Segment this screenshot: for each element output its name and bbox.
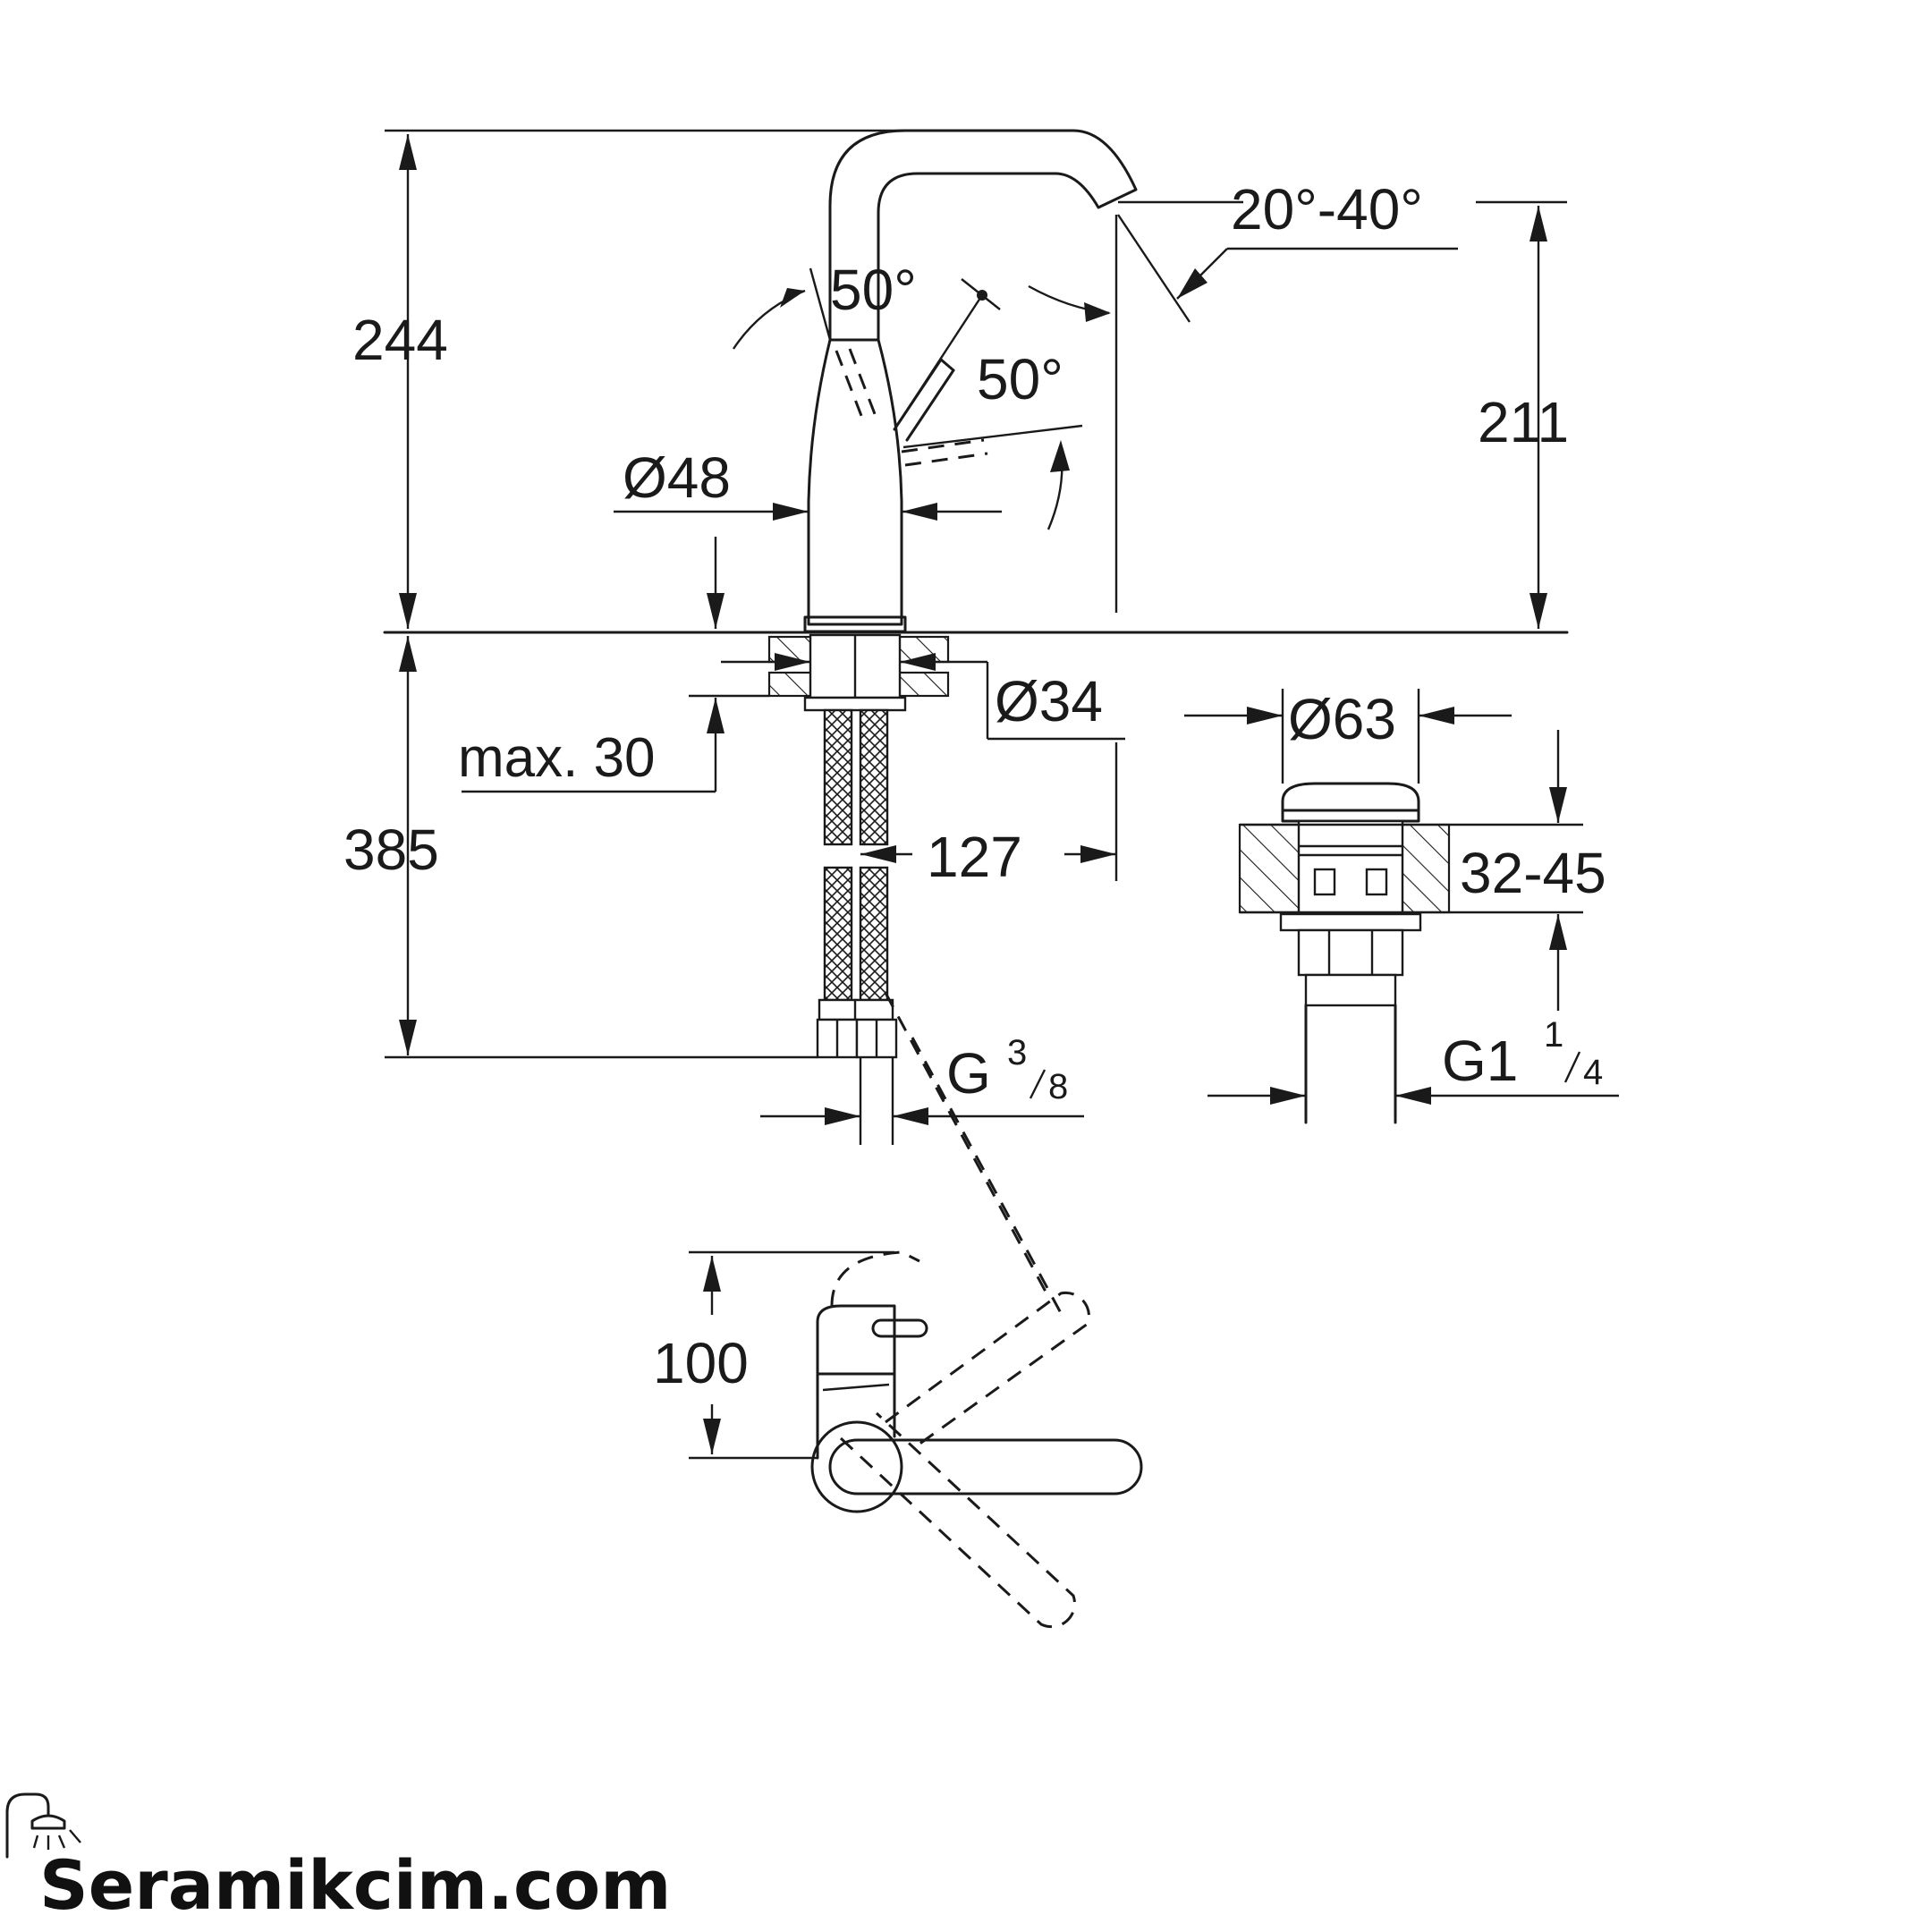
label-waste-num: 1: [1544, 1015, 1563, 1055]
plan-lever: [828, 1438, 1143, 1496]
hose-left: [823, 708, 853, 846]
faucet-body: [807, 338, 903, 626]
waste-nut: [1297, 928, 1404, 977]
label-waste-den: 4: [1583, 1053, 1603, 1092]
label-max-deck: max. 30: [458, 727, 656, 789]
lever-closed-dashed: [901, 438, 985, 453]
label-shank-diameter: Ø34: [995, 669, 1103, 733]
angle-arc-left: [733, 289, 806, 350]
label-spout-height: 211: [1478, 390, 1569, 454]
dimension-lines: [385, 129, 1547, 1125]
label-connection-thread: G: [946, 1041, 991, 1106]
body-outline-dashed: [830, 1250, 920, 1307]
label-spout-angle: 20°-40°: [1231, 177, 1423, 242]
hose-right: [859, 708, 889, 846]
spout-base-circle: [810, 1420, 903, 1513]
label-waste-diameter: Ø63: [1288, 687, 1396, 751]
waste-body: [1297, 819, 1404, 916]
waste-elevation: [1184, 689, 1619, 1124]
spout: [828, 129, 1138, 342]
plan-view: [689, 992, 1143, 1629]
waste-cap: [1281, 782, 1420, 812]
plan-body: [816, 1304, 896, 1460]
lever-inner-dashed: [835, 350, 865, 421]
label-total-height: 244: [352, 308, 448, 372]
label-body-diameter: Ø48: [623, 445, 731, 510]
plan-lever-stub: [871, 1318, 928, 1338]
lever-swing-up-dashed: [884, 992, 1063, 1314]
shower-head-icon: [5, 1792, 81, 1859]
body-base: [803, 615, 907, 633]
label-hose-length: 385: [343, 818, 439, 882]
label-plan-depth: 100: [653, 1331, 749, 1395]
faucet-elevation: [383, 129, 1569, 1145]
label-spout-reach: 127: [927, 825, 1022, 889]
label-connection-num: 3: [1007, 1033, 1027, 1072]
label-waste-thread: G1: [1442, 1029, 1518, 1093]
dimension-labels: 244 211 20°-40° 50° 50° Ø48 Ø34 max. 30 …: [343, 177, 1606, 1395]
brand-logo: Seramikcim.com: [5, 1792, 671, 1925]
lever-swing-back-dashed: [839, 1411, 1076, 1629]
label-connection-den: 8: [1048, 1067, 1068, 1106]
lever-swing-down-dashed: [885, 1291, 1090, 1451]
label-lever-angle-right: 50°: [977, 347, 1063, 411]
brand-name: Seramikcim.com: [39, 1845, 671, 1925]
label-lever-angle-left: 50°: [830, 258, 917, 322]
label-waste-range: 32-45: [1460, 841, 1606, 905]
